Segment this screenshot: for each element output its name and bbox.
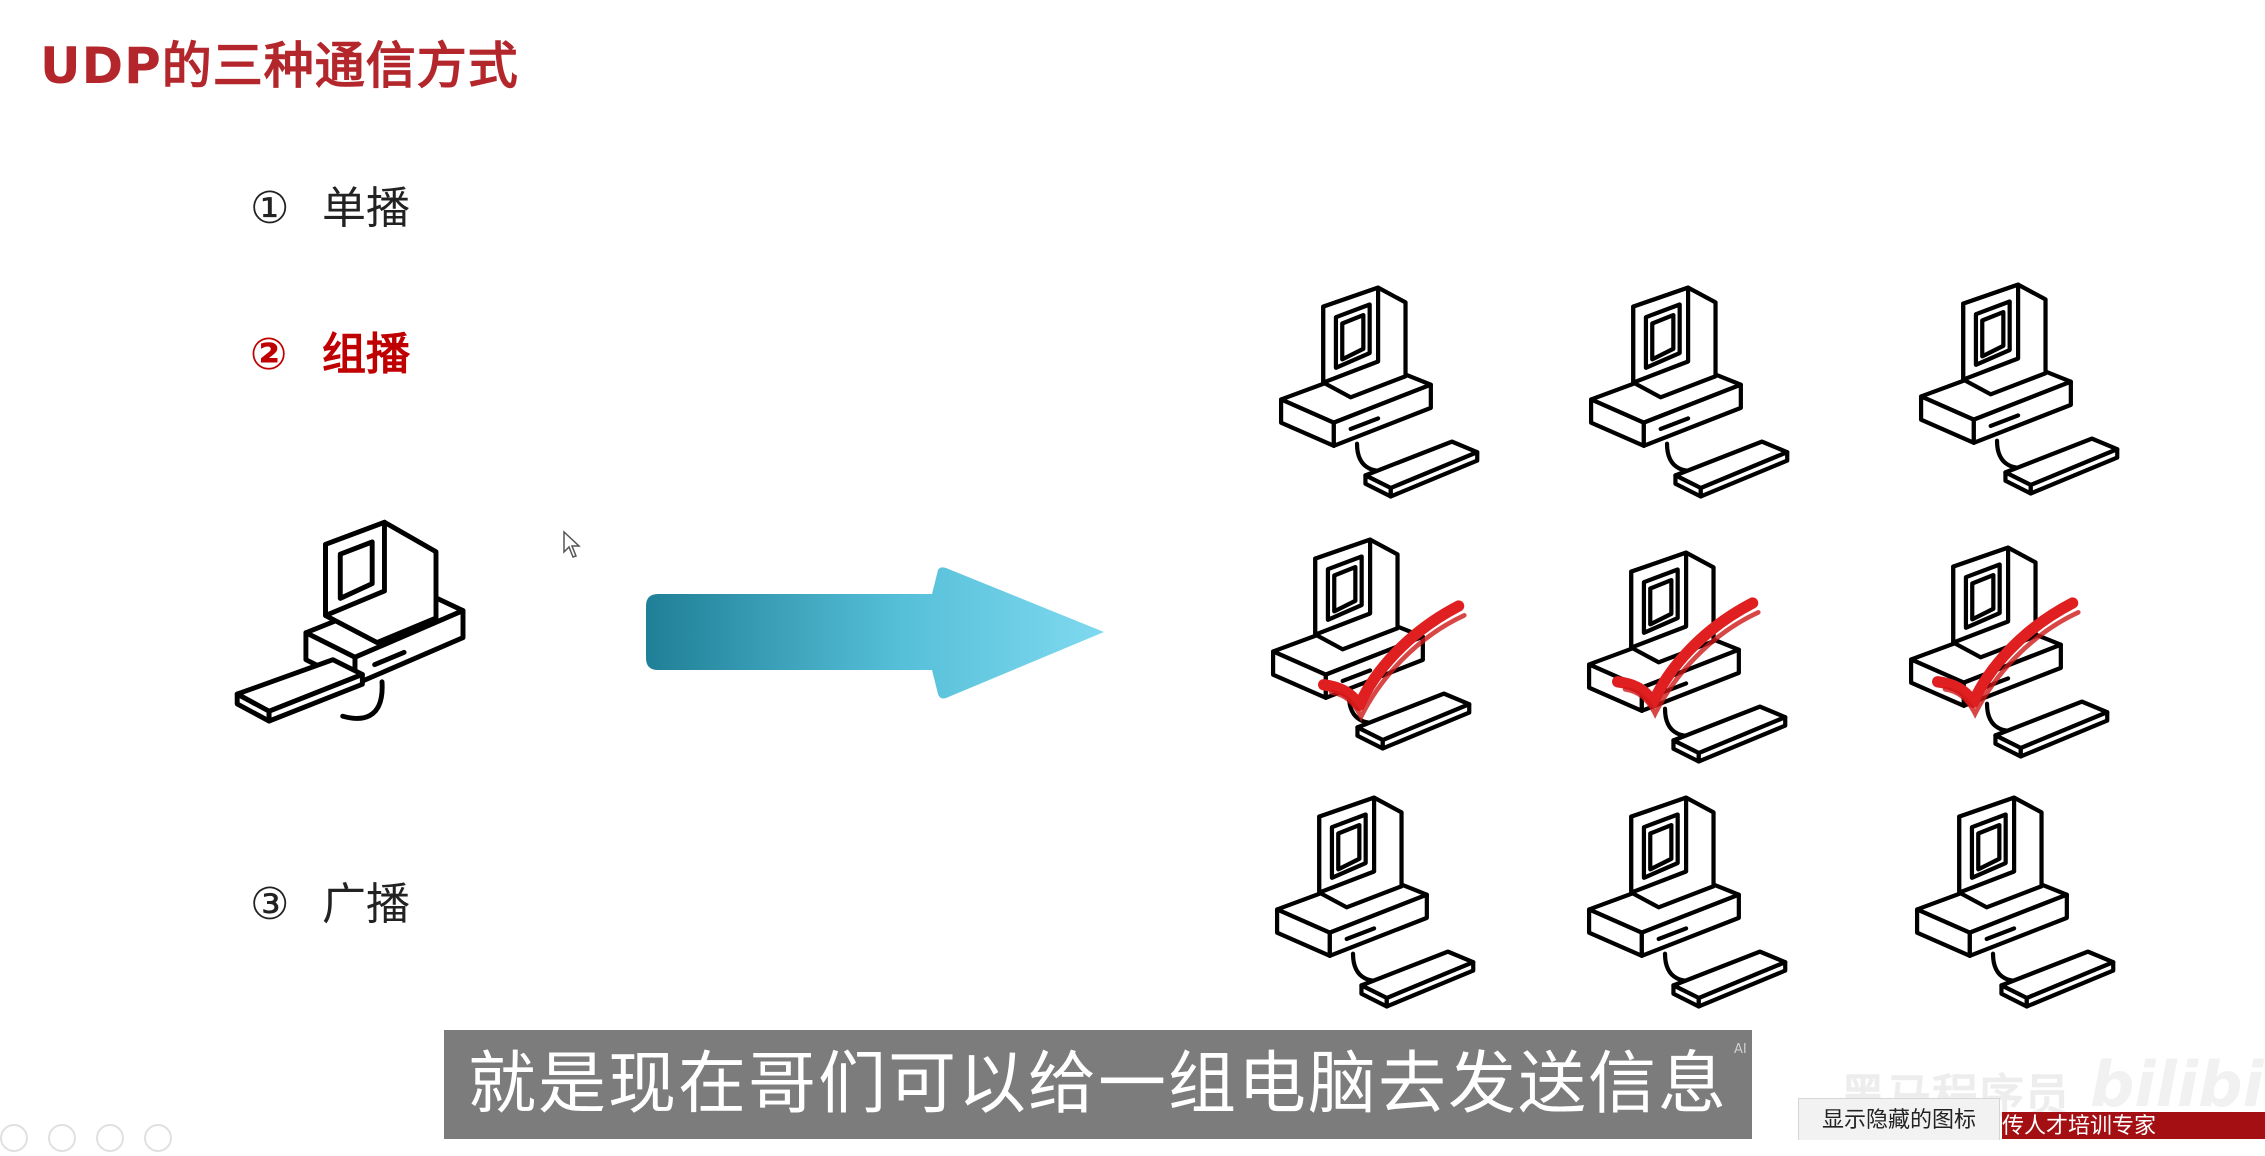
computer-icon xyxy=(1896,785,2128,1017)
player-control-icon[interactable] xyxy=(144,1124,172,1152)
brand-banner: 传人才培训专家 xyxy=(2002,1112,2265,1139)
player-control-icon[interactable] xyxy=(96,1124,124,1152)
bilibili-logo: bilibili xyxy=(2090,1048,2265,1121)
player-controls xyxy=(0,1124,192,1156)
computer-icon xyxy=(1568,785,1800,1017)
red-checkmark-icon xyxy=(1612,592,1762,734)
player-control-icon[interactable] xyxy=(48,1124,76,1152)
sender-computer-icon xyxy=(220,510,490,780)
red-checkmark-icon xyxy=(1318,595,1468,737)
computer-icon xyxy=(1256,785,1488,1017)
list-item-unicast: ① 单播 xyxy=(250,172,410,236)
computer-icon xyxy=(1900,272,2132,504)
arrow-right-icon xyxy=(646,567,1104,699)
player-control-icon[interactable] xyxy=(0,1124,28,1152)
item-label: 广播 xyxy=(322,879,410,930)
mouse-cursor-icon xyxy=(563,530,581,558)
ai-subtitle-tag: AI xyxy=(1734,1042,1747,1057)
video-subtitle: 就是现在哥们可以给一组电脑去发送信息 xyxy=(444,1030,1752,1139)
list-item-broadcast: ③ 广播 xyxy=(250,868,410,932)
item-label: 单播 xyxy=(322,183,410,234)
computer-icon xyxy=(1570,275,1802,507)
item-number: ① xyxy=(250,183,290,234)
show-hidden-icons-tooltip[interactable]: 显示隐藏的图标 xyxy=(1798,1098,2000,1140)
item-number: ③ xyxy=(250,879,290,930)
item-label: 组播 xyxy=(322,329,410,380)
computer-icon xyxy=(1260,275,1492,507)
red-checkmark-icon xyxy=(1932,592,2082,734)
slide-title: UDP的三种通信方式 xyxy=(40,37,519,95)
list-item-multicast: ② 组播 xyxy=(250,318,410,382)
item-number: ② xyxy=(250,329,288,380)
